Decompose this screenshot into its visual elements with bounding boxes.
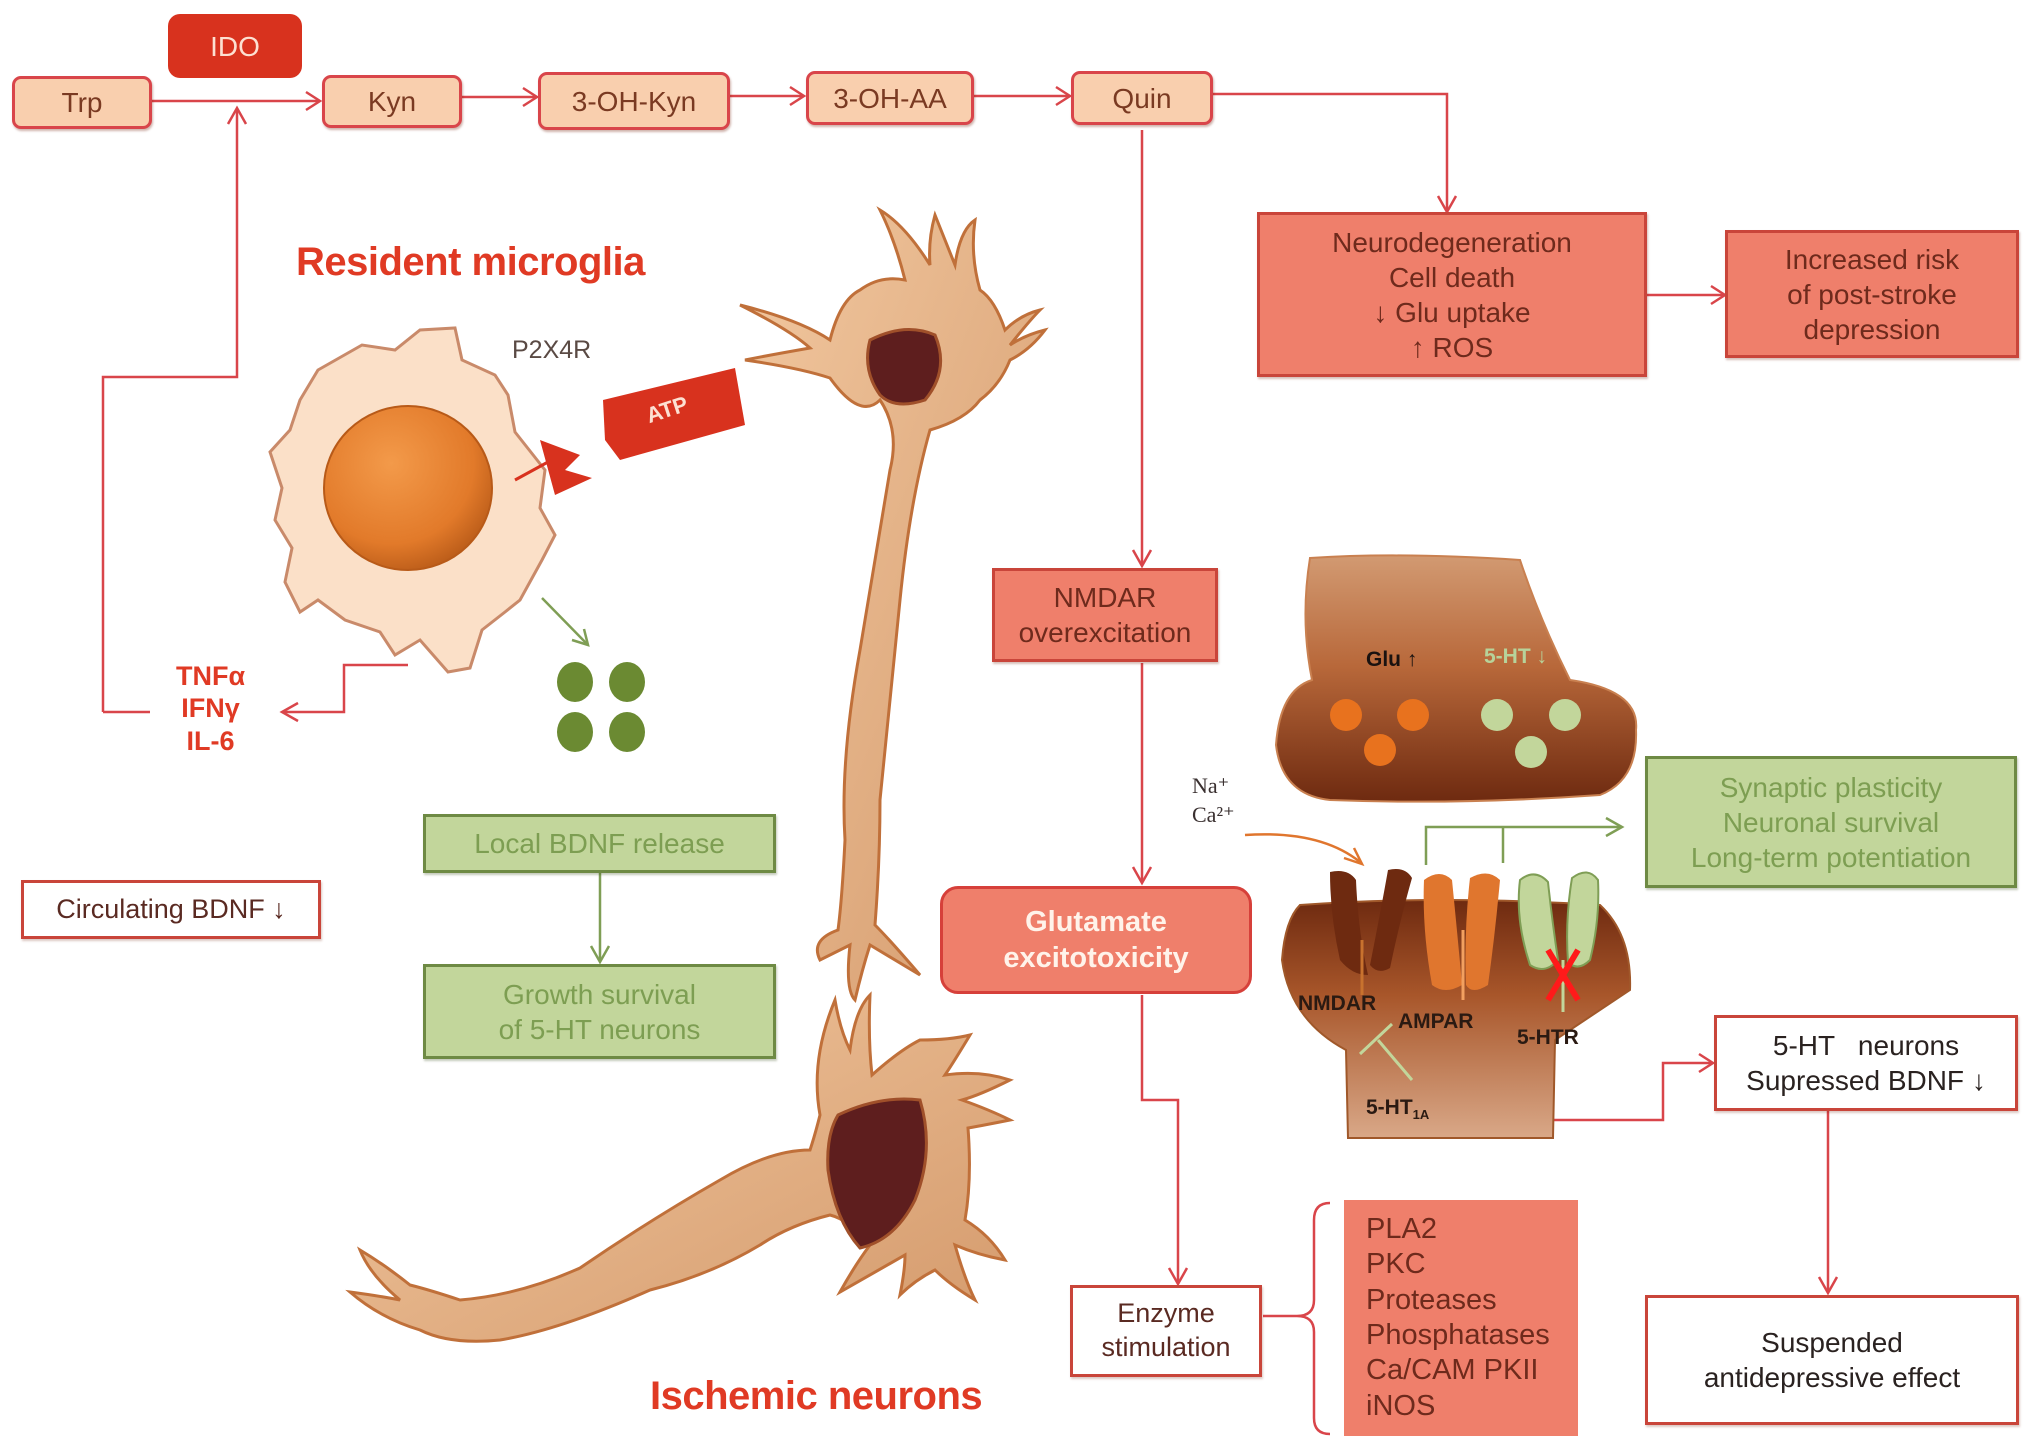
glu-increase-label: Glu ↑ xyxy=(1366,648,1418,671)
arrow-glutamate-enzyme xyxy=(1140,995,1180,1284)
arrowhead xyxy=(1167,1267,1189,1287)
nmdar-receptor-label: NMDAR xyxy=(1298,992,1377,1015)
connectors-red xyxy=(101,85,1839,1436)
cytokine-tnfa: TNFα xyxy=(176,661,246,691)
ion-ca: Ca²⁺ xyxy=(1192,801,1235,827)
5htr-subunit xyxy=(1517,873,1560,970)
arrowhead xyxy=(589,945,611,965)
arrowhead xyxy=(522,86,540,108)
p2x4r-stalk xyxy=(514,460,549,482)
enzyme-item: iNOS xyxy=(1366,1389,1436,1422)
local-bdnf-release-box[interactable]: Local BDNF release xyxy=(423,814,776,873)
neurons-title: Ischemic neurons xyxy=(650,1374,983,1418)
ht-vesicle xyxy=(1515,736,1547,768)
enzyme-stimulation-box[interactable]: Enzyme stimulation xyxy=(1070,1285,1262,1377)
arrowhead xyxy=(789,85,807,107)
vesicle xyxy=(609,712,645,752)
arrowhead xyxy=(1343,847,1365,867)
enzyme-item: PLA2 xyxy=(1366,1212,1437,1245)
arrow-microglia-cytokines xyxy=(282,663,408,714)
arrowhead xyxy=(1131,549,1153,569)
enzyme-bracket xyxy=(1296,1201,1331,1436)
enzyme-item: Ca/CAM PKII xyxy=(1366,1354,1539,1387)
arrowhead xyxy=(279,701,299,723)
presynaptic-bouton xyxy=(1274,554,1638,803)
enzyme-item: PKC xyxy=(1366,1248,1426,1281)
enzyme-item: Proteases xyxy=(1366,1283,1497,1316)
arrow-microglia-vesicles xyxy=(541,597,589,646)
nmdar-subunit xyxy=(1330,871,1368,975)
glu-vesicle xyxy=(1397,699,1429,731)
microglia-title: Resident microglia xyxy=(296,240,645,284)
arrowhead xyxy=(226,105,248,125)
arrowhead xyxy=(1698,1052,1716,1074)
neurodegeneration-box[interactable]: Neurodegeneration Cell death ↓ Glu uptak… xyxy=(1257,212,1647,377)
microglia-nucleus xyxy=(323,405,493,571)
arrowhead xyxy=(305,90,323,112)
5htr-subunit xyxy=(1566,871,1600,968)
synapse-illustration xyxy=(1244,554,1638,1139)
cytokine-ifng: IFNγ xyxy=(181,693,240,724)
pathway-node-3-oh-kyn[interactable]: 3-OH-Kyn xyxy=(538,72,730,130)
circulating-bdnf-box[interactable]: Circulating BDNF ↓ xyxy=(21,880,321,939)
upper-neuron-body xyxy=(739,206,1049,1003)
arrowhead xyxy=(1131,866,1153,886)
ido-enzyme-box: IDO xyxy=(168,14,302,78)
lower-neuron-nucleus xyxy=(826,1097,928,1250)
arrow-quin-neurodegeneration xyxy=(1212,92,1449,210)
pathway-node-3-oh-aa[interactable]: 3-OH-AA xyxy=(806,71,974,125)
ampar-subunit xyxy=(1423,874,1462,990)
suspended-antidepressive-box[interactable]: Suspended antidepressive effect xyxy=(1645,1295,2019,1425)
cytokine-il6: IL-6 xyxy=(186,725,235,756)
5htr-receptor-label: 5-HTR xyxy=(1517,1026,1579,1049)
depression-risk-box[interactable]: Increased risk of post-stroke depression xyxy=(1725,230,2019,358)
arrowhead xyxy=(1055,85,1073,107)
arrow-feedback-ido xyxy=(101,108,239,712)
p2x4r-label: P2X4R xyxy=(512,336,592,364)
connectors-green xyxy=(541,597,1625,965)
ion-labels: Na⁺ Ca²⁺ xyxy=(1192,772,1235,829)
glutamate-excitotoxicity-box[interactable]: Glutamate excitotoxicity xyxy=(940,886,1252,994)
vesicle xyxy=(557,662,593,702)
vesicle xyxy=(557,712,593,752)
nmdar-overexcitation-box[interactable]: NMDAR overexcitation xyxy=(992,568,1218,662)
glu-vesicle xyxy=(1330,699,1362,731)
vesicle xyxy=(609,662,645,702)
growth-survival-box[interactable]: Growth survival of 5-HT neurons xyxy=(423,964,776,1059)
upper-neuron xyxy=(739,206,1049,1003)
5ht-neurons-bdnf-box[interactable]: 5-HT neurons Supressed BDNF ↓ xyxy=(1714,1015,2018,1111)
pathway-node-quin[interactable]: Quin xyxy=(1071,71,1213,125)
ht-vesicle xyxy=(1549,699,1581,731)
synaptic-plasticity-box[interactable]: Synaptic plasticity Neuronal survival Lo… xyxy=(1645,756,2017,888)
ion-na: Na⁺ xyxy=(1192,773,1230,798)
enzyme-list-box: PLA2 PKC Proteases Phosphatases Ca/CAM P… xyxy=(1344,1200,1578,1436)
lower-neuron xyxy=(345,991,1015,1343)
microglia-cell xyxy=(268,326,745,674)
ion-influx-arrow xyxy=(1244,833,1361,863)
glu-vesicle xyxy=(1364,734,1396,766)
enzyme-item: Phosphatases xyxy=(1366,1319,1550,1351)
5ht1a-inhibition-icon xyxy=(1358,1022,1414,1081)
upper-neuron-nucleus xyxy=(866,328,943,406)
blocked-x-icon xyxy=(1545,948,1581,1002)
atp-arrow xyxy=(603,368,745,460)
arrowhead xyxy=(571,628,590,647)
cytokine-list: TNFα IFNγ IL-6 xyxy=(176,660,245,757)
arrowhead xyxy=(1605,816,1625,838)
p2x4r-receptor xyxy=(540,440,592,495)
lower-neuron-body xyxy=(345,991,1015,1343)
nmdar-subunit xyxy=(1370,869,1412,971)
arrow-receptors-synaptic xyxy=(1424,825,1622,865)
5ht-decrease-label: 5-HT ↓ xyxy=(1484,645,1547,668)
pathway-node-kyn[interactable]: Kyn xyxy=(322,75,462,128)
pathway-node-trp[interactable]: Trp xyxy=(12,76,152,129)
ampar-subunit xyxy=(1465,873,1500,990)
arrowhead xyxy=(1817,1276,1839,1296)
bdnf-vesicles xyxy=(557,662,645,752)
ampar-receptor-label: AMPAR xyxy=(1398,1010,1474,1033)
ht-vesicle xyxy=(1481,699,1513,731)
5ht1a-label: 5-HT1A xyxy=(1366,1096,1430,1123)
